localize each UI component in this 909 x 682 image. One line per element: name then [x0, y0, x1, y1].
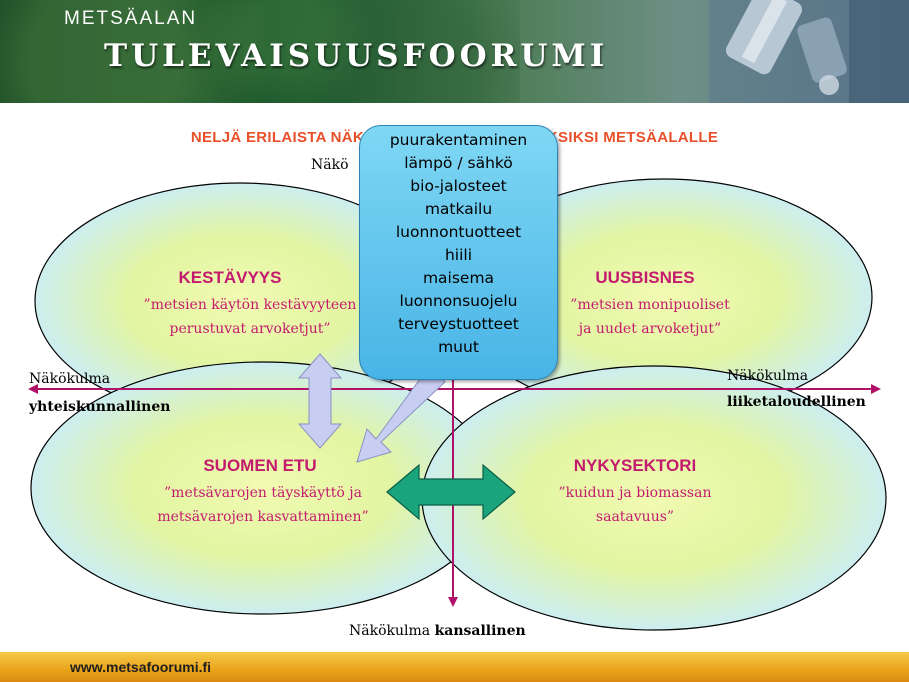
axis-label-right-2: liiketaloudellinen: [727, 394, 866, 410]
quadrant-text-suomen-etu-1: ”metsävarojen täyskäyttö ja: [164, 485, 362, 501]
callout-box: puurakentaminen lämpö / sähkö bio-jalost…: [359, 125, 558, 380]
header-banner: METSÄALAN TULEVAISUUSFOORUMI: [0, 0, 909, 103]
forest-texture: [0, 0, 520, 103]
callout-item: luonnontuotteet: [395, 223, 522, 241]
quadrant-text-suomen-etu-2: metsävarojen kasvattaminen”: [157, 509, 369, 525]
axis-label-top-start: Näkö: [311, 157, 349, 173]
diagonal-arrow: [356, 363, 446, 463]
footer-url[interactable]: www.metsafoorumi.fi: [70, 659, 212, 675]
axis-label-left-2: yhteiskunnallinen: [29, 399, 171, 415]
axis-label-left-1: Näkökulma: [29, 371, 111, 387]
quadrant-text-kestavyys-1: ”metsien käytön kestävyyteen: [143, 297, 357, 313]
callout-item: lämpö / sähkö: [404, 154, 513, 172]
footer-bar: www.metsafoorumi.fi: [0, 652, 909, 682]
quadrant-title-kestavyys: KESTÄVYYS: [178, 268, 282, 287]
callout-item: muut: [438, 338, 479, 356]
brand-subtitle: METSÄALAN: [64, 8, 198, 29]
quadrant-text-nykysektori-1: ”kuidun ja biomassan: [558, 485, 712, 501]
quadrant-text-nykysektori-2: saatavuus”: [595, 509, 675, 525]
axis-label-bottom: Näkökulma kansallinen: [349, 623, 526, 639]
callout-item: luonnonsuojelu: [399, 292, 518, 310]
double-arrow-horizontal: [386, 463, 516, 521]
quadrant-title-nykysektori: NYKYSEKTORI: [573, 456, 697, 475]
callout-list: puurakentaminen lämpö / sähkö bio-jalost…: [360, 129, 557, 359]
callout-item: matkailu: [424, 200, 493, 218]
callout-item: hiili: [444, 246, 473, 264]
callout-item: bio-jalosteet: [410, 177, 507, 195]
horizontal-axis: [28, 384, 881, 394]
quadrant-text-uusbisnes-1: ”metsien monipuoliset: [570, 297, 730, 313]
brand-title: TULEVAISUUSFOORUMI: [104, 38, 609, 74]
callout-item: terveystuotteet: [398, 315, 519, 333]
callout-item: puurakentaminen: [389, 131, 528, 149]
axis-label-right-1: Näkökulma: [727, 368, 809, 384]
microscope-image: [709, 0, 909, 103]
double-arrow-vertical: [297, 353, 343, 449]
callout-item: maisema: [422, 269, 495, 287]
quadrant-text-kestavyys-2: perustuvat arvoketjut”: [169, 321, 331, 337]
quadrant-title-uusbisnes: UUSBISNES: [595, 268, 695, 287]
quadrant-title-suomen-etu: SUOMEN ETU: [203, 456, 317, 475]
quadrant-text-uusbisnes-2: ja uudet arvoketjut”: [578, 321, 722, 337]
